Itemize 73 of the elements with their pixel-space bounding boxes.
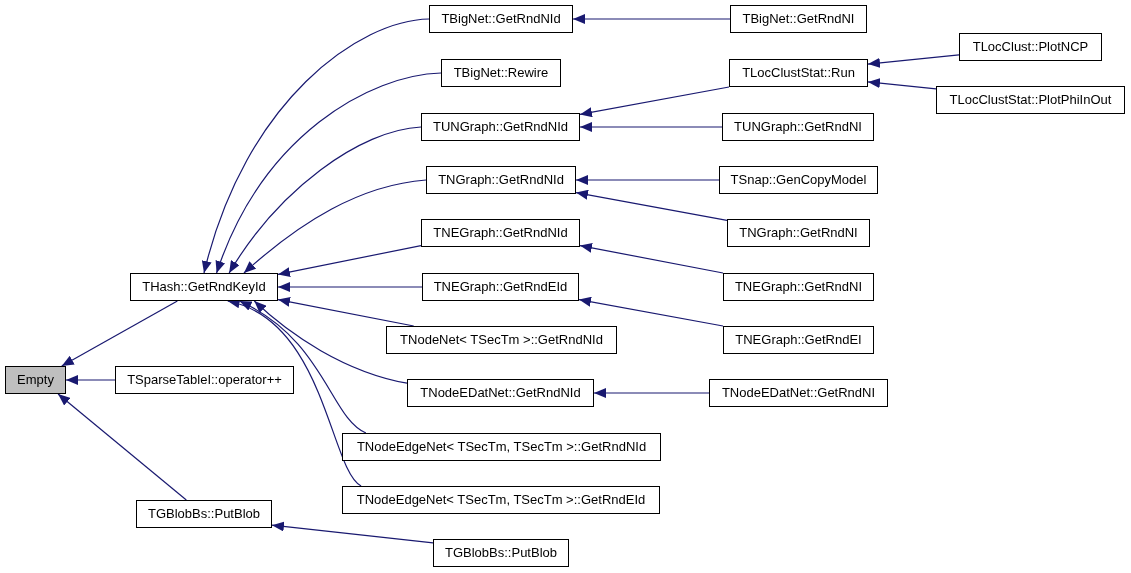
call-arrow xyxy=(61,300,178,367)
call-arrow xyxy=(578,296,724,327)
call-arrow xyxy=(867,78,937,90)
function-name: Empty xyxy=(17,372,54,388)
call-arrow xyxy=(575,189,728,221)
function-box xyxy=(959,33,1102,61)
function-box xyxy=(429,5,573,33)
call-arrow xyxy=(579,86,730,118)
function-box xyxy=(421,219,580,247)
call-arrow xyxy=(277,282,423,292)
function-box xyxy=(729,59,868,87)
call-arrow xyxy=(202,18,430,274)
function-box xyxy=(722,113,874,141)
call-arrow xyxy=(579,122,723,132)
function-name: TNodeNet< TSecTm >::GetRndNId xyxy=(400,332,603,348)
function-box xyxy=(342,486,660,514)
function-name: TLocClustStat::PlotPhiInOut xyxy=(949,92,1112,108)
call-arrow xyxy=(593,388,710,398)
function-box xyxy=(723,273,874,301)
call-arrow xyxy=(57,393,187,501)
call-arrow xyxy=(575,175,720,185)
call-arrow xyxy=(579,242,724,274)
function-box xyxy=(386,326,617,354)
function-name: TNodeEDatNet::GetRndNId xyxy=(420,385,581,401)
function-box xyxy=(426,166,576,194)
function-box xyxy=(115,366,294,394)
function-name: TLocClustStat::Run xyxy=(742,65,855,81)
call-arrow xyxy=(243,179,427,274)
function-name: TUNGraph::GetRndNI xyxy=(734,119,862,135)
function-name: TBigNet::Rewire xyxy=(453,65,549,81)
function-box xyxy=(433,539,569,567)
function-name: TNodeEdgeNet< TSecTm, TSecTm >::GetRndNId xyxy=(356,439,647,455)
function-box xyxy=(730,5,867,33)
function-box xyxy=(136,500,272,528)
function-name: TNEGraph::GetRndNId xyxy=(433,225,568,241)
call-arrow xyxy=(867,54,960,68)
function-box xyxy=(422,273,579,301)
function-name: TBigNet::GetRndNId xyxy=(441,11,561,27)
function-name: TNEGraph::GetRndNI xyxy=(734,279,863,295)
function-name: TNEGraph::GetRndEId xyxy=(433,279,568,295)
call-arrow xyxy=(271,521,434,544)
function-box xyxy=(407,379,594,407)
function-box xyxy=(719,166,878,194)
call-arrow xyxy=(572,14,731,24)
function-name: TSnap::GenCopyModel xyxy=(730,172,867,188)
function-box xyxy=(727,219,870,247)
call-arrow xyxy=(227,299,362,487)
function-box xyxy=(441,59,561,87)
function-name: THash::GetRndKeyId xyxy=(142,279,266,295)
function-box xyxy=(342,433,661,461)
function-box xyxy=(709,379,888,407)
call-arrow xyxy=(238,300,367,434)
function-name: TSparseTableI::operator++ xyxy=(127,372,282,388)
call-arrow xyxy=(253,300,408,384)
function-name: TNGraph::GetRndNI xyxy=(739,225,858,241)
function-name: TNGraph::GetRndNId xyxy=(438,172,564,188)
function-name: TNodeEDatNet::GetRndNI xyxy=(721,385,876,401)
function-name: TGBlobBs::PutBlob xyxy=(148,506,260,522)
call-arrow xyxy=(65,375,116,385)
function-name: TNEGraph::GetRndEI xyxy=(735,332,862,348)
function-name: TGBlobBs::PutBlob xyxy=(445,545,557,561)
function-name: TBigNet::GetRndNI xyxy=(742,11,855,27)
function-name: TLocClust::PlotNCP xyxy=(972,39,1089,55)
function-box xyxy=(936,86,1125,114)
function-box xyxy=(421,113,580,141)
function-name: TUNGraph::GetRndNId xyxy=(432,119,569,135)
call-arrow xyxy=(228,126,422,274)
function-box xyxy=(5,366,66,394)
function-box xyxy=(723,326,874,354)
function-box xyxy=(130,273,278,301)
call-arrow xyxy=(277,245,422,277)
call-arrow xyxy=(216,72,442,274)
function-name: TNodeEdgeNet< TSecTm, TSecTm >::GetRndEId xyxy=(356,492,646,508)
